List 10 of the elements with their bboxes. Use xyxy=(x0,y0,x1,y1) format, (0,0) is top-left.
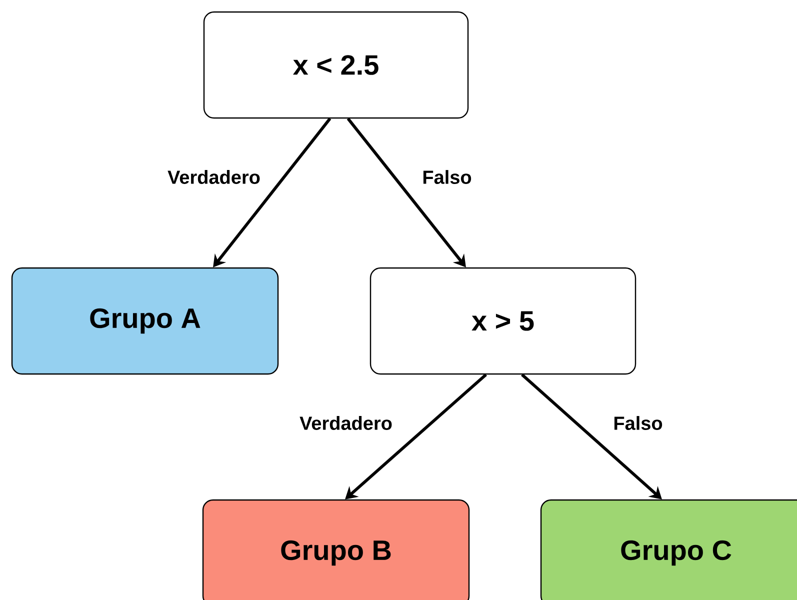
group-box: Grupo B xyxy=(202,499,470,600)
decision-box: x < 2.5 xyxy=(203,11,469,119)
group-box: Grupo A xyxy=(11,267,279,375)
group-box: Grupo C xyxy=(540,499,797,600)
edge-label: Verdadero xyxy=(298,415,394,431)
edge-label: Falso xyxy=(612,415,664,431)
edge-label: Falso xyxy=(421,169,473,185)
arrow xyxy=(521,373,662,500)
edge-label: Verdadero xyxy=(166,169,262,185)
decision-box: x > 5 xyxy=(370,267,636,375)
